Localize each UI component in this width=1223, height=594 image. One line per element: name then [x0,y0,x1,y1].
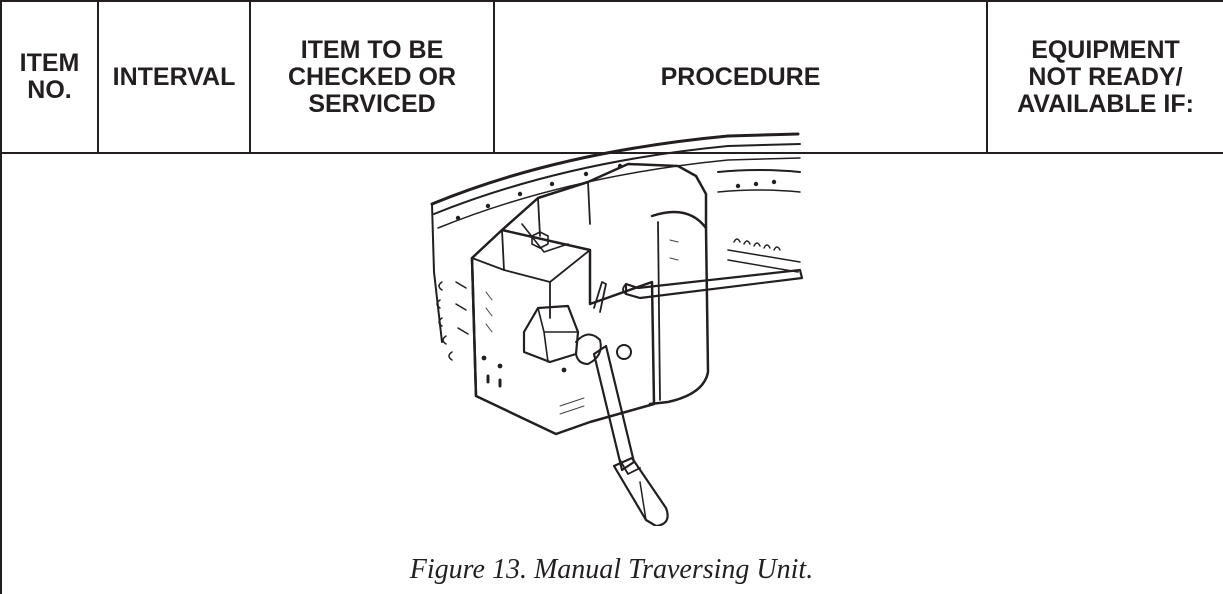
table-left-border [0,152,2,594]
header-item-no-line-2: NO. [27,76,72,104]
pmcs-table-header: ITEM NO. INTERVAL ITEM TO BE CHECKED OR … [0,0,1223,154]
header-interval: INTERVAL [97,0,251,154]
header-item-checked-line-3: SERVICED [308,89,436,118]
header-item-checked-line-2: CHECKED OR [287,62,457,91]
header-item-no: ITEM NO. [0,0,99,154]
manual-traversing-unit-illustration [430,132,804,526]
header-procedure-line-1: PROCEDURE [660,62,821,91]
header-equipment-line-1: EQUIPMENT [1031,35,1180,64]
header-equipment-line-2: NOT READY/ [1028,62,1183,91]
header-equipment: EQUIPMENT NOT READY/ AVAILABLE IF: [986,0,1223,154]
manual-traversing-unit-figure [428,132,810,526]
header-item-no-line-1: ITEM [19,49,80,77]
header-procedure: PROCEDURE [493,0,988,154]
figure-caption: Figure 13. Manual Traversing Unit. [409,554,814,585]
header-item-checked: ITEM TO BE CHECKED OR SERVICED [249,0,495,154]
header-interval-line-1: INTERVAL [112,62,236,91]
header-row: ITEM NO. INTERVAL ITEM TO BE CHECKED OR … [0,0,1223,154]
header-equipment-line-3: AVAILABLE IF: [1017,89,1194,118]
header-item-checked-line-1: ITEM TO BE [300,35,444,64]
